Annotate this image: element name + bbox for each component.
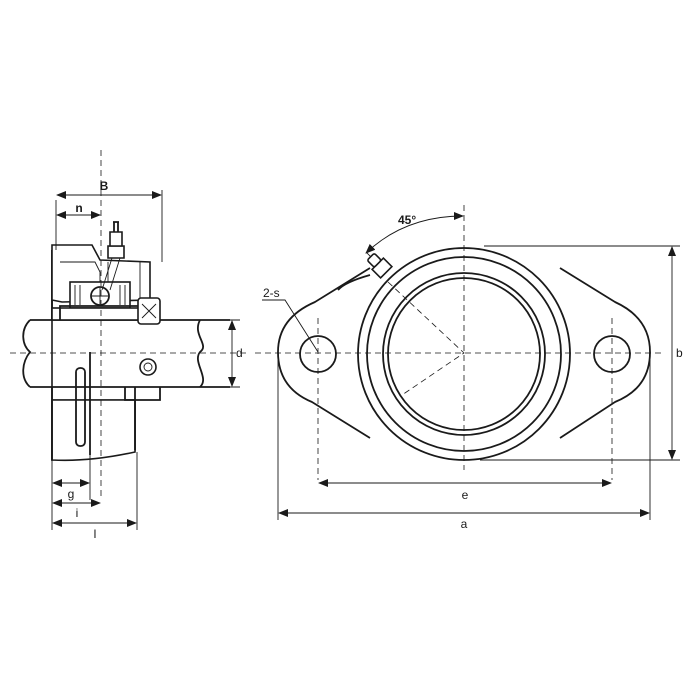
dimension-n: n xyxy=(56,201,101,219)
flange-outline xyxy=(277,267,651,439)
grease-nipple-front xyxy=(366,252,394,280)
label-n: n xyxy=(75,201,82,215)
label-e: e xyxy=(462,488,469,502)
flange-housing xyxy=(51,244,161,462)
label-l: l xyxy=(94,527,97,541)
label-d: d xyxy=(236,346,243,360)
dimension-2-s: 2-s xyxy=(262,286,319,353)
dimension-B: B xyxy=(55,179,163,262)
label-g: g xyxy=(68,487,75,501)
label-a: a xyxy=(461,517,468,531)
grease-nipple-side xyxy=(101,221,125,291)
side-view: B n d g i l xyxy=(10,150,250,541)
front-view: 45° 2-s e a b xyxy=(255,205,683,531)
label-s: 2-s xyxy=(263,286,280,300)
label-b: b xyxy=(676,346,683,360)
dimension-d: d xyxy=(200,319,243,388)
label-B: B xyxy=(100,179,109,193)
label-angle: 45° xyxy=(398,213,416,227)
angle-45: 45° xyxy=(365,212,464,254)
dimension-a: a xyxy=(277,360,651,531)
dimension-e: e xyxy=(318,479,612,502)
dimension-g: g xyxy=(51,455,91,530)
label-i: i xyxy=(76,506,79,520)
shaft xyxy=(22,319,230,388)
dimension-i: i xyxy=(52,499,101,520)
dimension-l: l xyxy=(52,452,138,541)
dimension-b: b xyxy=(668,246,683,460)
